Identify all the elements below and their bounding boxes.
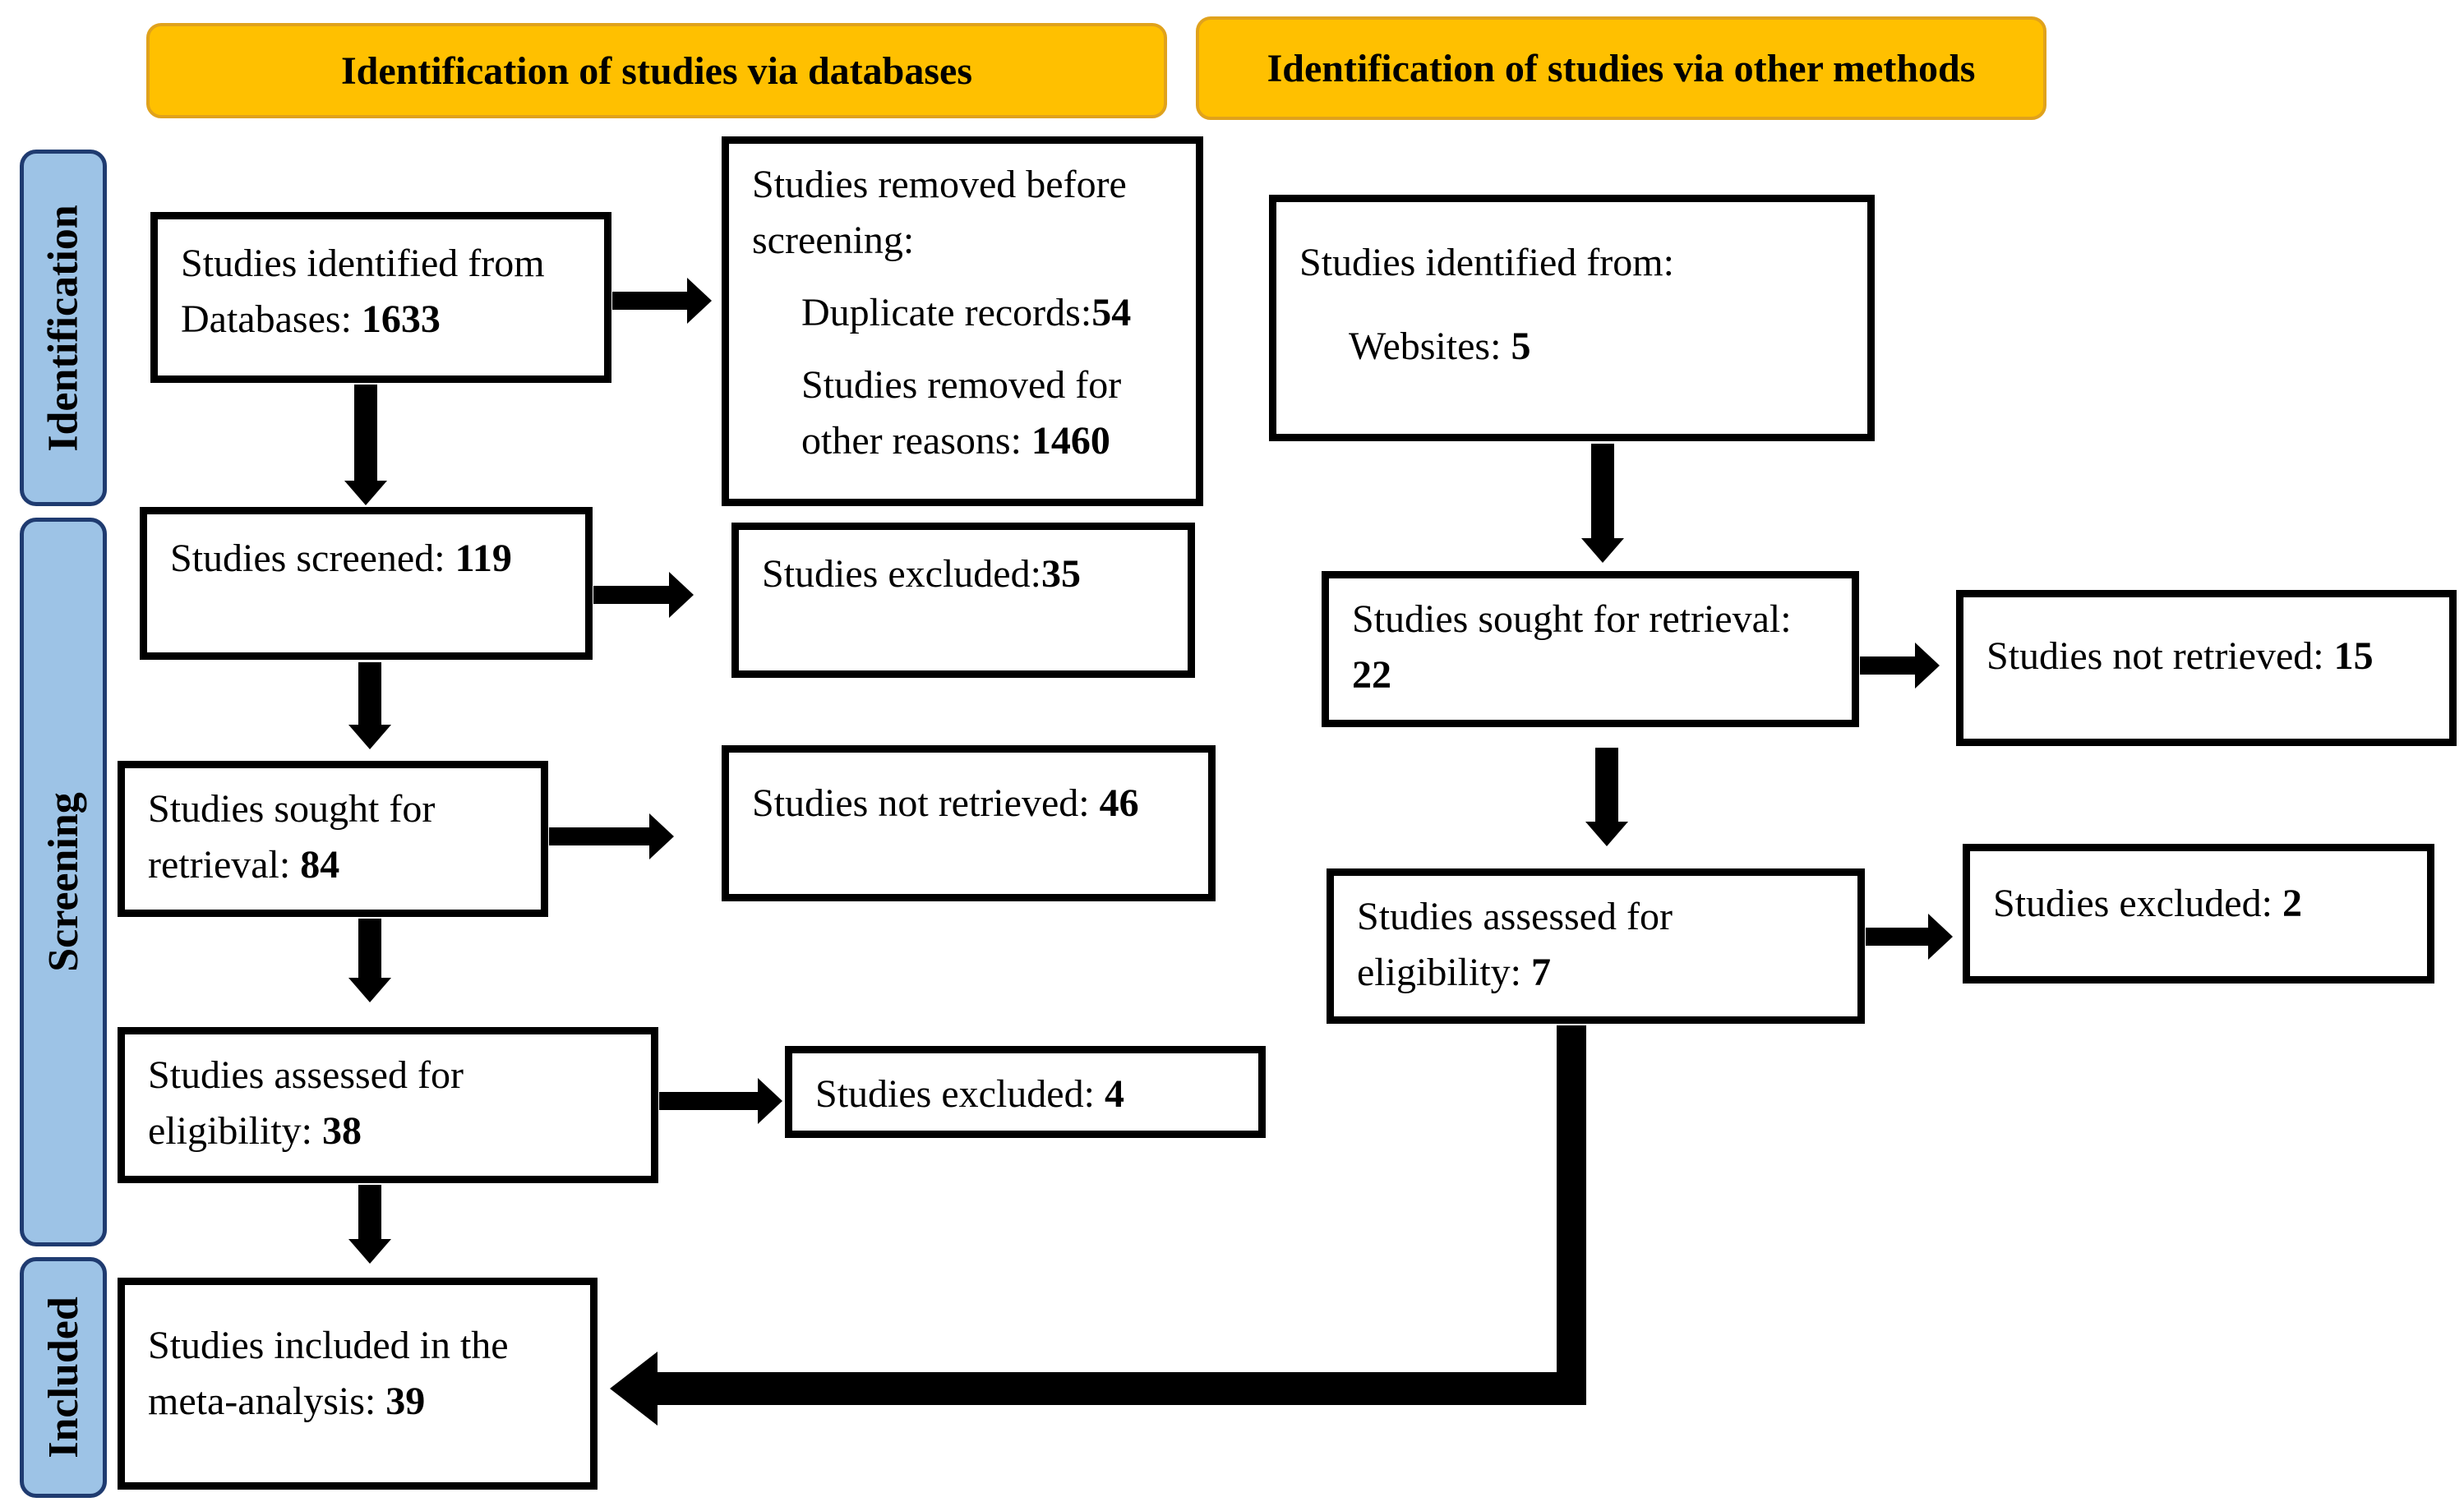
other-identified-heading: Studies identified from:	[1299, 241, 1674, 284]
box-db-assessed-eligibility: Studies assessed for eligibility: 38	[118, 1027, 658, 1183]
other-websites-count: 5	[1511, 325, 1531, 368]
box-db-removed-before-screening: Studies removed before screening: Duplic…	[722, 136, 1203, 506]
box-other-not-retrieved: Studies not retrieved: 15	[1956, 590, 2457, 746]
db-other-reasons-count: 1460	[1031, 419, 1110, 463]
arrow-sought-to-assessed	[348, 919, 391, 1002]
box-db-not-retrieved: Studies not retrieved: 46	[722, 745, 1216, 901]
header-other-methods: Identification of studies via other meth…	[1196, 16, 2046, 120]
arrow-sought-to-not-retrieved	[549, 813, 674, 859]
other-websites-label: Websites:	[1349, 325, 1502, 368]
phase-identification-label: Identification	[39, 204, 87, 452]
other-excluded-text: Studies excluded:	[1993, 882, 2273, 925]
arrow-screened-to-excluded	[593, 572, 694, 618]
db-screened-count: 119	[455, 537, 512, 580]
db-sought-count: 84	[300, 843, 340, 887]
phase-screening-label: Screening	[39, 792, 87, 972]
merge-connector-arrowhead	[610, 1352, 658, 1426]
header-databases-label: Identification of studies via databases	[340, 48, 973, 93]
arrow-screened-to-sought	[348, 662, 391, 749]
db-excluded-eligibility-text: Studies excluded:	[815, 1072, 1095, 1116]
db-not-retrieved-text: Studies not retrieved:	[752, 781, 1090, 825]
header-databases: Identification of studies via databases	[146, 23, 1167, 118]
db-duplicates-count: 54	[1091, 291, 1132, 334]
phase-included: Included	[20, 1257, 107, 1498]
arrow-assessed-to-excluded	[659, 1078, 782, 1124]
arrow-other-assessed-to-excluded	[1866, 914, 1953, 960]
box-included-meta-analysis: Studies included in the meta-analysis: 3…	[118, 1278, 598, 1490]
db-assessed-count: 38	[322, 1109, 362, 1153]
db-not-retrieved-count: 46	[1099, 781, 1139, 825]
other-assessed-count: 7	[1531, 951, 1551, 994]
arrow-identified-to-removed	[612, 278, 712, 324]
other-excluded-count: 2	[2282, 882, 2302, 925]
db-excluded-screening-text: Studies excluded:	[762, 552, 1041, 596]
arrow-identified-to-screened	[344, 385, 387, 505]
arrow-other-sought-to-assessed	[1585, 748, 1628, 846]
phase-identification: Identification	[20, 150, 107, 506]
header-other-methods-label: Identification of studies via other meth…	[1267, 46, 1976, 90]
merge-connector-vertical	[1557, 1025, 1586, 1405]
included-count: 39	[385, 1380, 426, 1423]
other-not-retrieved-count: 15	[2333, 634, 2374, 678]
included-text: Studies included in the meta-analysis:	[148, 1324, 509, 1423]
db-other-reasons-label: Studies removed for other reasons:	[801, 363, 1122, 463]
box-db-identified: Studies identified from Databases: 1633	[150, 212, 611, 383]
box-db-excluded-eligibility: Studies excluded: 4	[785, 1046, 1266, 1138]
other-assessed-text: Studies assessed for eligibility:	[1357, 895, 1673, 994]
phase-screening: Screening	[20, 518, 107, 1246]
box-other-sought-retrieval: Studies sought for retrieval: 22	[1322, 571, 1859, 727]
merge-connector-horizontal	[649, 1372, 1586, 1405]
other-sought-count: 22	[1352, 653, 1391, 697]
arrow-assessed-to-included	[348, 1185, 391, 1264]
box-other-assessed-eligibility: Studies assessed for eligibility: 7	[1327, 868, 1865, 1024]
box-db-sought-retrieval: Studies sought for retrieval: 84	[118, 761, 548, 917]
db-assessed-text: Studies assessed for eligibility:	[148, 1053, 464, 1153]
arrow-other-sought-to-not-retrieved	[1860, 643, 1940, 689]
db-duplicates-label: Duplicate records:	[801, 291, 1092, 334]
box-db-screened: Studies screened: 119	[140, 507, 593, 660]
db-excluded-screening-count: 35	[1041, 552, 1081, 596]
other-not-retrieved-text: Studies not retrieved:	[1986, 634, 2324, 678]
phase-included-label: Included	[39, 1297, 87, 1458]
db-screened-text: Studies screened:	[170, 537, 445, 580]
db-removed-heading: Studies removed before screening:	[752, 163, 1127, 262]
other-sought-text: Studies sought for retrieval:	[1352, 597, 1792, 641]
db-sought-text: Studies sought for retrieval:	[148, 787, 436, 887]
box-other-identified: Studies identified from: Websites: 5	[1269, 195, 1875, 441]
box-other-excluded: Studies excluded: 2	[1963, 844, 2434, 984]
arrow-other-identified-to-sought	[1581, 444, 1624, 563]
db-identified-count: 1633	[361, 297, 441, 341]
db-identified-text: Studies identified from Databases:	[181, 242, 545, 341]
box-db-excluded-screening: Studies excluded:35	[731, 523, 1195, 678]
db-excluded-eligibility-count: 4	[1104, 1072, 1124, 1116]
